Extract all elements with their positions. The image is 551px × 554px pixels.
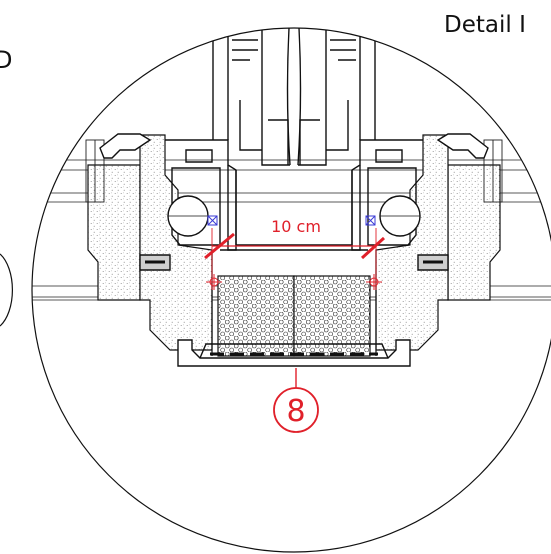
insulation-right-outer: [447, 164, 501, 301]
detail-boundary-circle: [31, 27, 551, 553]
mullion-profile: [212, 28, 376, 251]
adjacent-detail-circle-fragment: [0, 253, 13, 327]
dimension-tick-right: [360, 236, 386, 260]
dimension-line: [204, 228, 386, 290]
snap-marker-left: [206, 274, 222, 290]
dimension-tick-left: [204, 232, 235, 260]
dimension-label: 10 cm: [271, 217, 321, 236]
gasket-left: [99, 133, 152, 159]
glazing-left: [85, 139, 105, 203]
glazing-right: [483, 139, 503, 203]
section-cut-marker-left: [207, 215, 218, 226]
core-panel-left: [217, 275, 295, 357]
detail-title: Detail I: [444, 12, 526, 38]
gasket-right: [436, 133, 489, 159]
callout-circle[interactable]: [273, 387, 319, 433]
section-content: [32, 28, 551, 367]
callout-number: 8: [286, 394, 305, 429]
insulation-right-inner: [375, 134, 449, 351]
snap-marker-right: [366, 274, 382, 290]
core-panel-right: [293, 275, 371, 357]
insulation-left-outer: [87, 164, 141, 301]
insulation-left-inner: [139, 134, 213, 351]
bottom-tray: [177, 339, 411, 367]
section-cut-marker-right: [365, 215, 376, 226]
adjacent-detail-label: D: [0, 46, 13, 74]
